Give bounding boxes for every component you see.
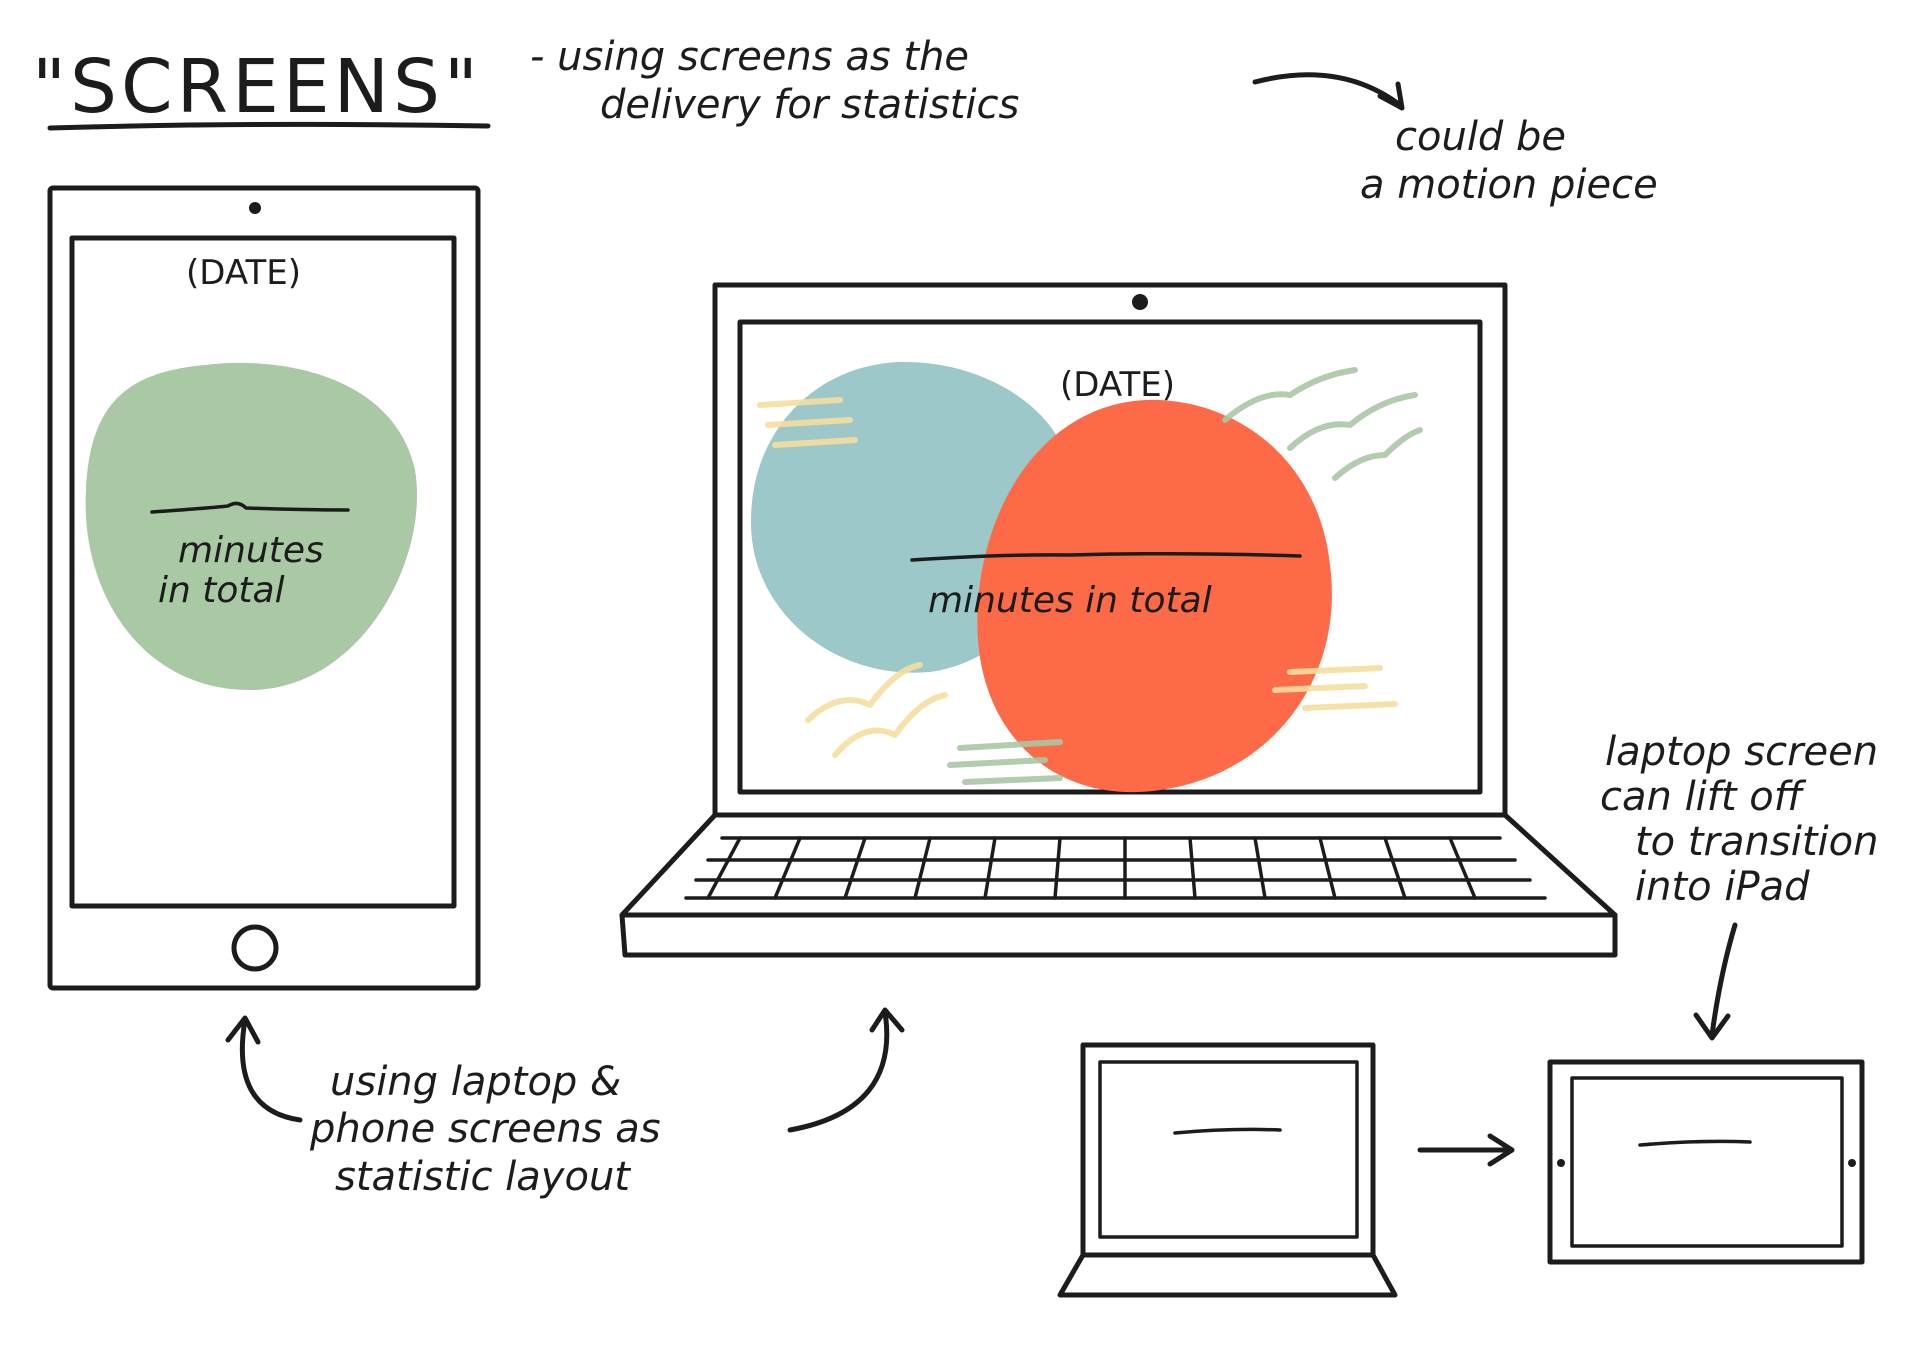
- laptop-date-label: (DATE): [1060, 365, 1175, 405]
- laptop-mockup: (DATE) minutes in total: [619, 282, 1618, 958]
- arrow-head-laptop: [869, 1007, 905, 1033]
- ipad-stat-blank: [1638, 1139, 1752, 1147]
- phone-body: [47, 185, 481, 991]
- laptop-stat-label: minutes in total: [928, 580, 1212, 621]
- small-laptop-base: [1057, 1252, 1398, 1298]
- laptop-green-squiggles: [947, 367, 1423, 785]
- transition-note-line-4: into iPad: [1635, 864, 1810, 910]
- transition-note-line-2: can lift off: [1600, 774, 1807, 820]
- small-laptop-lid: [1080, 1042, 1376, 1258]
- arrow-head-phone: [225, 1015, 261, 1045]
- phone-stat-line-2: in total: [158, 570, 285, 611]
- transition-note-line-3: to transition: [1635, 819, 1878, 865]
- ipad-screen: [1570, 1076, 1844, 1248]
- small-laptop-mockup: [1057, 1042, 1398, 1298]
- phone-camera-icon: [249, 202, 261, 214]
- laptop-stat-blank: [910, 551, 1302, 562]
- arrow-to-ipad: [1709, 922, 1738, 1038]
- small-laptop-screen: [1098, 1060, 1359, 1239]
- ipad-button-icon: [1848, 1159, 1856, 1167]
- laptop-screen: [737, 319, 1483, 795]
- phone-home-button-icon: [231, 924, 279, 972]
- phone-screen: [69, 235, 457, 909]
- phone-date-label: (DATE): [186, 253, 301, 293]
- laptop-orange-blob: [977, 399, 1332, 793]
- arrow-head-motion: [1377, 81, 1405, 111]
- motion-note-line-1: could be: [1395, 114, 1566, 160]
- sketch-title: "SCREENS": [32, 44, 482, 130]
- layout-note-line-1: using laptop &: [330, 1059, 621, 1105]
- subtitle-line-1: - using screens as the: [530, 34, 969, 80]
- laptop-camera-icon: [1132, 294, 1148, 310]
- phone-stat-blob: [85, 362, 418, 690]
- arrow-head-laptop-to-ipad: [1487, 1133, 1515, 1167]
- arrow-to-phone: [239, 1017, 303, 1123]
- laptop-keyboard-deck: [619, 812, 1618, 918]
- layout-note-line-2: phone screens as: [309, 1106, 661, 1152]
- laptop-keyboard: [684, 836, 1547, 900]
- laptop-base: [619, 912, 1618, 958]
- layout-note-line-3: statistic layout: [335, 1154, 631, 1200]
- ipad-camera-icon: [1557, 1159, 1565, 1167]
- phone-stat-blank: [150, 501, 350, 514]
- ipad-body: [1547, 1059, 1865, 1265]
- title-underline: [47, 121, 491, 131]
- arrow-head-ipad: [1693, 1012, 1731, 1041]
- transition-note-line-1: laptop screen: [1605, 729, 1878, 775]
- motion-note-line-2: a motion piece: [1360, 162, 1658, 208]
- phone-mockup: (DATE) minutes in total: [47, 185, 481, 991]
- arrow-to-motion-note: [1252, 72, 1403, 108]
- laptop-yellow-squiggles: [757, 397, 1398, 758]
- phone-stat-line-1: minutes: [178, 530, 324, 571]
- subtitle-line-2: delivery for statistics: [600, 82, 1019, 128]
- arrow-to-laptop: [787, 1009, 890, 1133]
- ipad-mockup: [1547, 1059, 1865, 1265]
- small-laptop-stat-blank: [1173, 1127, 1282, 1135]
